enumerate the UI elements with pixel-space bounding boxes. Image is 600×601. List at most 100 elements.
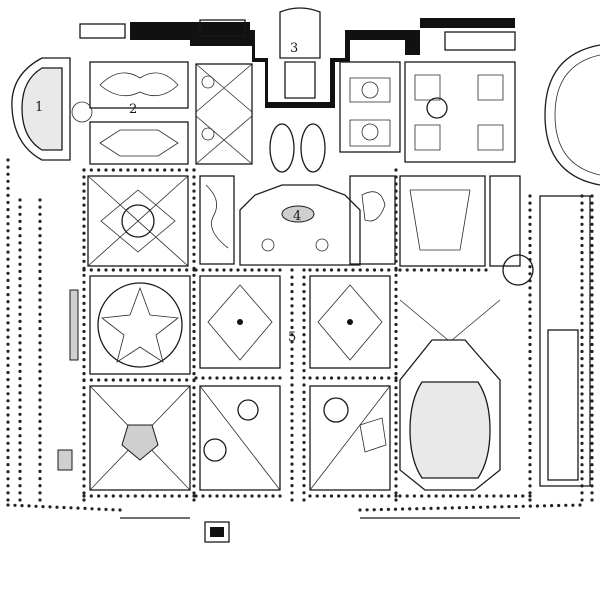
tree-mark <box>38 455 42 459</box>
tree-mark <box>580 406 584 410</box>
tree-mark <box>133 268 137 272</box>
tree-mark <box>104 494 108 498</box>
tree-mark <box>271 376 275 380</box>
tree-mark <box>6 406 10 410</box>
tree-mark <box>243 494 247 498</box>
tree-mark <box>170 268 174 272</box>
tree-mark <box>394 393 398 397</box>
tree-mark <box>192 196 196 200</box>
large-lower-basin <box>399 299 501 491</box>
tree-mark <box>18 484 22 488</box>
tree-mark <box>542 504 547 508</box>
tree-mark <box>580 378 584 382</box>
tree-mark <box>394 308 398 312</box>
tree-mark <box>528 258 532 262</box>
tree-mark <box>55 505 59 509</box>
tree-mark <box>290 484 294 488</box>
tree-mark <box>590 243 594 248</box>
tree-mark <box>192 463 196 467</box>
tree-mark <box>38 298 42 302</box>
tree-mark <box>18 377 22 381</box>
oval-basins <box>269 123 326 173</box>
tree-mark <box>528 406 532 410</box>
tree-mark <box>6 370 10 375</box>
tree-mark <box>192 442 196 446</box>
tree-mark <box>394 358 398 362</box>
tree-mark <box>528 385 532 389</box>
tree-mark <box>302 433 306 437</box>
tree-mark <box>163 494 167 498</box>
tree-mark <box>18 205 22 209</box>
tree-mark <box>302 440 306 445</box>
tree-mark <box>372 508 376 512</box>
tree-mark <box>38 369 42 373</box>
tree-mark <box>580 201 584 205</box>
tree-mark <box>6 441 10 445</box>
tree-mark <box>177 268 181 272</box>
tree-mark <box>18 427 22 431</box>
tree-mark <box>528 222 532 226</box>
tree-mark <box>18 412 22 416</box>
tree-mark <box>580 441 584 445</box>
tree-mark <box>590 229 594 233</box>
tree-mark <box>302 405 306 409</box>
tree-mark <box>243 268 247 272</box>
tree-mark <box>580 484 584 488</box>
tree-mark <box>580 371 584 375</box>
tree-mark <box>82 322 86 327</box>
tree-mark <box>464 506 469 510</box>
tree-mark <box>394 175 398 179</box>
tree-mark <box>580 392 584 396</box>
tree-mark <box>6 243 10 247</box>
tree-mark <box>470 494 474 498</box>
tree-mark <box>192 400 196 404</box>
tree-mark <box>119 494 123 498</box>
tree-mark <box>290 376 294 380</box>
tree-mark <box>290 462 294 466</box>
tree-mark <box>141 378 145 382</box>
tree-mark <box>6 498 10 502</box>
tree-mark <box>302 333 306 337</box>
tree-mark <box>485 494 489 498</box>
tree-mark <box>155 378 159 382</box>
tree-mark <box>82 315 86 319</box>
tree-mark <box>82 329 86 334</box>
tree-mark <box>590 286 594 290</box>
tree-mark <box>222 376 226 380</box>
tree-mark <box>264 268 268 272</box>
tree-mark <box>38 469 42 473</box>
tree-mark <box>590 406 594 410</box>
tree-mark <box>215 376 219 380</box>
tree-mark <box>394 280 398 284</box>
tree-mark <box>192 498 196 502</box>
lower-bosquets <box>89 385 391 491</box>
tree-mark <box>82 421 86 425</box>
tree-mark <box>82 245 86 249</box>
tree-mark <box>528 300 532 304</box>
tree-mark <box>550 504 554 508</box>
tree-mark <box>82 266 86 270</box>
tree-mark <box>528 371 532 375</box>
tree-mark <box>290 448 294 452</box>
tree-mark <box>315 268 319 272</box>
tree-mark <box>6 455 10 460</box>
tree-mark <box>38 384 42 388</box>
tree-mark <box>6 413 10 417</box>
tree-mark <box>18 398 22 402</box>
tree-mark <box>590 314 594 318</box>
tree-mark <box>97 378 101 382</box>
tree-mark <box>290 268 294 272</box>
tree-mark <box>590 420 594 424</box>
tree-mark <box>580 448 584 453</box>
tree-mark <box>82 358 86 362</box>
tree-mark <box>380 494 384 498</box>
tree-mark <box>448 268 452 272</box>
tree-mark <box>415 507 419 511</box>
tree-mark <box>170 378 174 382</box>
tree-mark <box>192 470 196 474</box>
tree-mark <box>580 349 584 354</box>
tree-mark <box>394 407 398 411</box>
tree-mark <box>141 168 145 172</box>
tree-mark <box>6 463 10 467</box>
